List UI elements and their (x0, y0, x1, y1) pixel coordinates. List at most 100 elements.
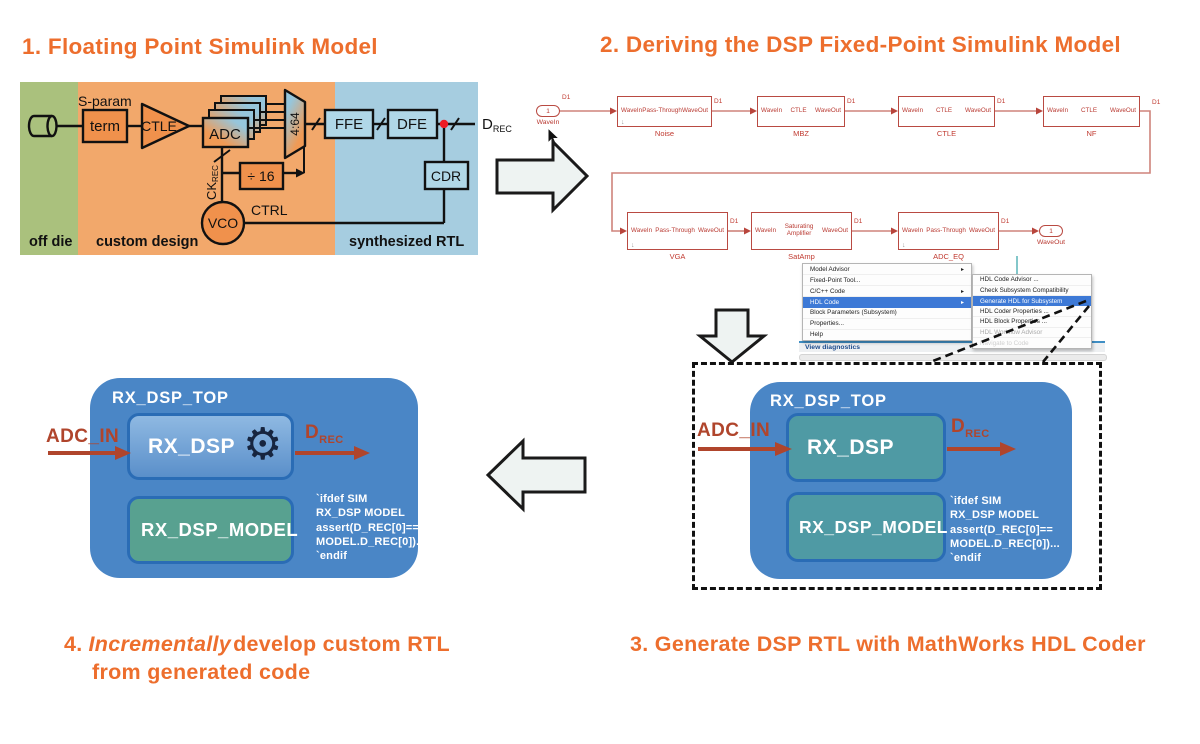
variable-rate-icon: ↓ (631, 241, 635, 249)
block-function-label: Pass-Through (926, 226, 966, 234)
rx-dsp-model-label: RX_DSP_MODEL (799, 516, 948, 537)
bus-slash (213, 149, 231, 163)
port-in-label: WaveIn (1047, 107, 1069, 115)
simulink-wires (560, 107, 1151, 276)
menu-item-label: Help (810, 331, 823, 339)
cdr-label: CDR (431, 168, 461, 184)
rx-dsp-model-block-custom: RX_DSP_MODEL (127, 496, 298, 564)
signal-dim-label: D1 (730, 218, 739, 225)
menu-item-label: Generate HDL for Subsystem (980, 297, 1063, 305)
vco-label: VCO (208, 215, 238, 231)
sparam-label: S-param (78, 93, 132, 109)
context-menu: Model Advisor▸ Fixed-Point Tool... C/C++… (802, 263, 972, 341)
subsystem-block-nf[interactable]: WaveIn CTLE WaveOut (1043, 96, 1140, 127)
rx-dsp-top-label: RX_DSP_TOP (112, 389, 229, 407)
variable-rate-icon: ↓ (902, 241, 906, 249)
wire-arrowheads (610, 107, 1043, 235)
d-rec-arrow (295, 446, 370, 460)
custom-design-label: custom design (96, 234, 198, 250)
bus-slash (450, 117, 460, 131)
port-out-label: WaveOut (968, 226, 995, 234)
menu-item-label: Properties... (810, 320, 844, 328)
menu-item-properties[interactable]: Properties... (803, 319, 971, 330)
adc-in-label: ADC_IN (46, 426, 120, 447)
port-in-label: WaveIn (621, 107, 643, 115)
block-function-label: CTLE (790, 107, 807, 115)
channel-cable-icon (27, 114, 58, 138)
block-function-label: CTLE (936, 107, 953, 115)
ckrec-label: CKREC (204, 165, 220, 200)
step4-caption-line1: 4.Incrementallydevelop custom RTL (64, 632, 450, 657)
adc-in-arrow (48, 446, 131, 460)
adc-in-label: ADC_IN (697, 420, 771, 441)
block-name: Noise (654, 129, 675, 138)
inport-name: WaveIn (536, 119, 560, 126)
ffe-label: FFE (335, 116, 363, 133)
rx-dsp-block-custom: RX_DSP (127, 413, 294, 480)
menu-item-label: C/C++ Code (810, 287, 846, 295)
drec-label: DREC (482, 116, 512, 134)
subsystem-block-mbz[interactable]: WaveIn CTLE WaveOut (757, 96, 845, 127)
menu-item-c-code[interactable]: C/C++ Code▸ (803, 286, 971, 298)
gear-icon: ⚙ (243, 420, 283, 469)
menu-item-model-advisor[interactable]: Model Advisor▸ (803, 264, 971, 276)
flow-arrow-right (495, 138, 590, 214)
signal-dim-label: D1 (562, 94, 571, 101)
signal-dim-label: D1 (1001, 218, 1010, 225)
rx-dsp-top-label: RX_DSP_TOP (770, 392, 887, 410)
block-function-label: CTLE (1081, 107, 1098, 115)
adc-in-arrow (698, 442, 792, 456)
menu-item-label: HDL Workflow Advisor (980, 328, 1043, 336)
port-out-label: WaveOut (697, 226, 724, 234)
view-diagnostics-label: View diagnostics (805, 344, 861, 351)
block-function-label: Pass-Through (642, 107, 682, 115)
menu-item-label: HDL Block Properties ... (980, 318, 1047, 326)
signal-dim-label: D1 (1152, 99, 1161, 106)
submenu-item-hdl-coder-properties[interactable]: HDL Coder Properties ... (973, 306, 1091, 317)
subsystem-block-ctle[interactable]: WaveIn CTLE WaveOut (898, 96, 995, 127)
port-in-label: WaveIn (902, 107, 924, 115)
outport-number: 1 (1049, 227, 1053, 235)
menu-item-label: Navigate to Code (980, 339, 1029, 347)
signal-dim-label: D1 (847, 98, 856, 105)
adc-stack (201, 95, 267, 149)
submenu-item-hdl-workflow-advisor[interactable]: HDL Workflow Advisor (973, 328, 1091, 339)
block-name: SatAmp (788, 252, 815, 261)
step2-title: 2. Deriving the DSP Fixed-Point Simulink… (600, 32, 1121, 57)
submenu-item-navigate-to-code[interactable]: Navigate to Code (973, 338, 1091, 348)
menu-item-label: Fixed-Point Tool... (810, 276, 861, 284)
rx-dsp-model-label: RX_DSP_MODEL (141, 519, 299, 540)
simulink-outport[interactable]: 1 (1039, 225, 1063, 237)
simulink-inport[interactable]: 1 (536, 105, 560, 117)
subsystem-block-satamp[interactable]: WaveIn Saturating Amplifier WaveOut (751, 212, 852, 250)
port-out-label: WaveOut (681, 107, 708, 115)
signal-dim-label: D1 (997, 98, 1006, 105)
adc-to-mux-wires (248, 103, 285, 129)
port-in-label: WaveIn (631, 226, 653, 234)
subsystem-block-noise[interactable]: WaveIn Pass-Through WaveOut ↓ (617, 96, 712, 127)
rx-dsp-model-block: RX_DSP_MODEL (786, 492, 948, 562)
arrowhead (296, 168, 305, 178)
rx-dsp-label: RX_DSP (807, 435, 895, 459)
submenu-item-generate-hdl[interactable]: Generate HDL for Subsystem (973, 296, 1091, 307)
submenu-item-hdl-block-properties[interactable]: HDL Block Properties ... (973, 317, 1091, 328)
step4-number: 4. (64, 632, 83, 656)
subsystem-block-vga[interactable]: WaveIn Pass-Through WaveOut ↓ (627, 212, 728, 250)
menu-item-help[interactable]: Help (803, 330, 971, 340)
menu-item-label: Model Advisor (810, 265, 850, 273)
d-rec-label: DREC (951, 416, 990, 440)
menu-item-block-parameters[interactable]: Block Parameters (Subsystem) (803, 308, 971, 319)
menu-item-hdl-code[interactable]: HDL Code▸ (803, 297, 971, 308)
submenu-item-check-compatibility[interactable]: Check Subsystem Compatibility (973, 286, 1091, 297)
rx-dsp-block: RX_DSP (786, 413, 946, 482)
submenu-item-hdl-code-advisor[interactable]: HDL Code Advisor ... (973, 275, 1091, 286)
view-diagnostics-bar[interactable]: View diagnostics (799, 341, 1105, 352)
subsystem-block-adceq[interactable]: WaveIn Pass-Through WaveOut ↓ (898, 212, 999, 250)
flow-arrow-down (695, 308, 769, 364)
cdr-block (423, 160, 470, 191)
port-out-label: WaveOut (964, 107, 991, 115)
menu-item-fixed-point-tool[interactable]: Fixed-Point Tool... (803, 275, 971, 287)
generated-rtl-dashed-frame (692, 362, 1102, 590)
variable-rate-icon: ↓ (621, 118, 625, 126)
